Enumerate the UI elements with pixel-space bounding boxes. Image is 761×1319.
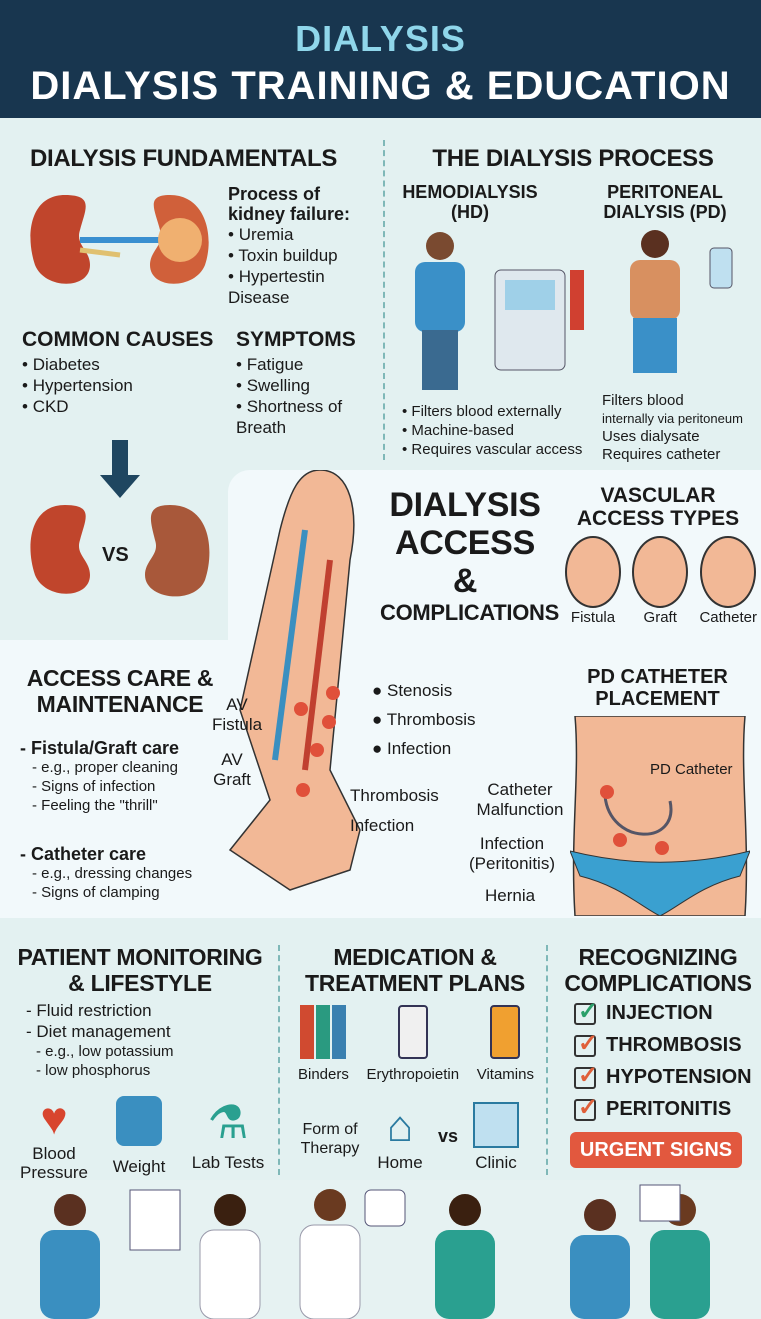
arm-illustration <box>228 470 361 891</box>
catheter-care: - Catheter care - e.g., dressing changes… <box>20 844 193 901</box>
monitoring-list: - Fluid restriction - Diet management - … <box>26 1001 174 1079</box>
clinic-item: Clinic <box>466 1102 526 1173</box>
access-title: DIALYSIS ACCESS & COMPLICATIONS <box>380 486 560 625</box>
label-av-graft: AV Graft <box>213 750 251 789</box>
label-hernia: Hernia <box>485 886 536 905</box>
medicine-bottle-icon <box>397 1005 428 1059</box>
checklist-item: INJECTION <box>574 997 752 1026</box>
heart-icon: ♥ <box>40 1092 68 1144</box>
vascular-title: VASCULAR ACCESS TYPES <box>576 484 740 530</box>
complication-dot <box>322 715 336 729</box>
label-catheter-malfunction: Catheter Malfunction <box>476 780 564 819</box>
care-team-illustration <box>0 1180 761 1319</box>
weight-item: Weight <box>109 1092 169 1182</box>
clinic-icon <box>473 1102 519 1148</box>
checkbox-icon <box>574 1029 598 1058</box>
checkbox-icon <box>574 1093 598 1122</box>
page-title: DIALYSIS TRAINING & EDUCATION <box>30 64 731 108</box>
process-list: Process of kidney failure: Uremia Toxin … <box>228 184 378 308</box>
complication-dot <box>310 743 324 757</box>
vitamin-bottle-icon <box>490 1005 521 1059</box>
monitoring-icons: ♥Blood Pressure Weight ⚗Lab Tests <box>18 1092 268 1182</box>
vascular-type-catheter: Catheter <box>699 536 757 627</box>
hemodialysis-illustration <box>415 232 584 390</box>
vascular-type-graft: Graft <box>632 536 689 627</box>
label-pd-catheter: PD Catheter <box>650 761 733 778</box>
complication-dot <box>296 783 310 797</box>
label-av-fistula: AV Fistula <box>212 695 263 734</box>
abdomen-illustration <box>570 716 750 916</box>
label-thrombosis: Thrombosis <box>350 786 439 805</box>
divider <box>546 945 548 1175</box>
checklist-item: HYPOTENSION <box>574 1061 752 1090</box>
vascular-types: Fistula Graft Catheter <box>565 536 757 627</box>
flask-icon: ⚗ <box>207 1096 249 1148</box>
arrow-down-icon <box>100 440 140 498</box>
hd-title: HEMODIALYSIS (HD) <box>402 182 538 222</box>
common-causes: COMMON CAUSES Diabetes Hypertension CKD <box>22 329 213 417</box>
care-title: ACCESS CARE & MAINTENANCE <box>26 665 214 717</box>
header-kicker: DIALYSIS <box>295 18 466 59</box>
checkbox-icon <box>574 997 598 1026</box>
binders-item: Binders <box>298 1005 349 1084</box>
checklist-item: PERITONITIS <box>574 1093 752 1122</box>
checklist-item: THROMBOSIS <box>574 1029 752 1058</box>
divider <box>278 945 280 1175</box>
label-infection: Infection <box>350 816 415 835</box>
therapy-label: Form of Therapy <box>300 1121 360 1157</box>
binders-icon <box>298 1005 349 1059</box>
vitamins-item: Vitamins <box>477 1005 534 1084</box>
arm-right-labels: ● Stenosis ● Thrombosis ● Infection <box>372 681 476 758</box>
medication-title: MEDICATION & TREATMENT PLANS <box>305 944 525 996</box>
vs-label: vs <box>438 1126 459 1146</box>
hd-features: Filters blood externally Machine-based R… <box>402 402 582 459</box>
home-icon: ⌂ <box>386 1102 414 1151</box>
kidney-comparison-icon <box>30 505 210 597</box>
pd-placement-title: PD CATHETER PLACEMENT <box>587 666 728 710</box>
divider <box>383 140 385 460</box>
header: DIALYSIS DIALYSIS TRAINING & EDUCATION <box>0 0 761 118</box>
medications: Binders Erythropoietin Vitamins <box>298 1005 534 1084</box>
vascular-type-fistula: Fistula <box>565 536 621 627</box>
process-title: THE DIALYSIS PROCESS <box>432 145 714 172</box>
home-item: ⌂Home <box>372 1102 428 1173</box>
scale-icon <box>116 1096 162 1146</box>
peritoneal-illustration <box>630 230 733 373</box>
pd-title: PERITONEAL DIALYSIS (PD) <box>603 182 727 222</box>
monitoring-title: PATIENT MONITORING & LIFESTYLE <box>17 944 263 996</box>
complication-dot <box>294 702 308 716</box>
vs-label: VS <box>102 544 129 566</box>
checkbox-icon <box>574 1061 598 1090</box>
complications-checklist: INJECTION THROMBOSIS HYPOTENSION PERITON… <box>574 997 752 1130</box>
symptoms: SYMPTOMS Fatigue Swelling Shortness of B… <box>236 329 376 438</box>
fundamentals-title: DIALYSIS FUNDAMENTALS <box>30 145 338 172</box>
erythropoietin-item: Erythropoietin <box>367 1005 459 1084</box>
urgent-signs-button[interactable]: URGENT SIGNS <box>570 1132 742 1168</box>
blood-pressure-item: ♥Blood Pressure <box>19 1092 89 1182</box>
lab-tests-item: ⚗Lab Tests <box>188 1092 268 1182</box>
complications-title: RECOGNIZING COMPLICATIONS <box>564 944 752 996</box>
fistula-care: - Fistula/Graft care - e.g., proper clea… <box>20 738 180 814</box>
label-peritonitis: Infection (Peritonitis) <box>469 834 555 873</box>
kidney-icon <box>30 195 209 284</box>
pd-features: Filters blood internally via peritoneum … <box>602 392 743 463</box>
complication-dot <box>326 686 340 700</box>
